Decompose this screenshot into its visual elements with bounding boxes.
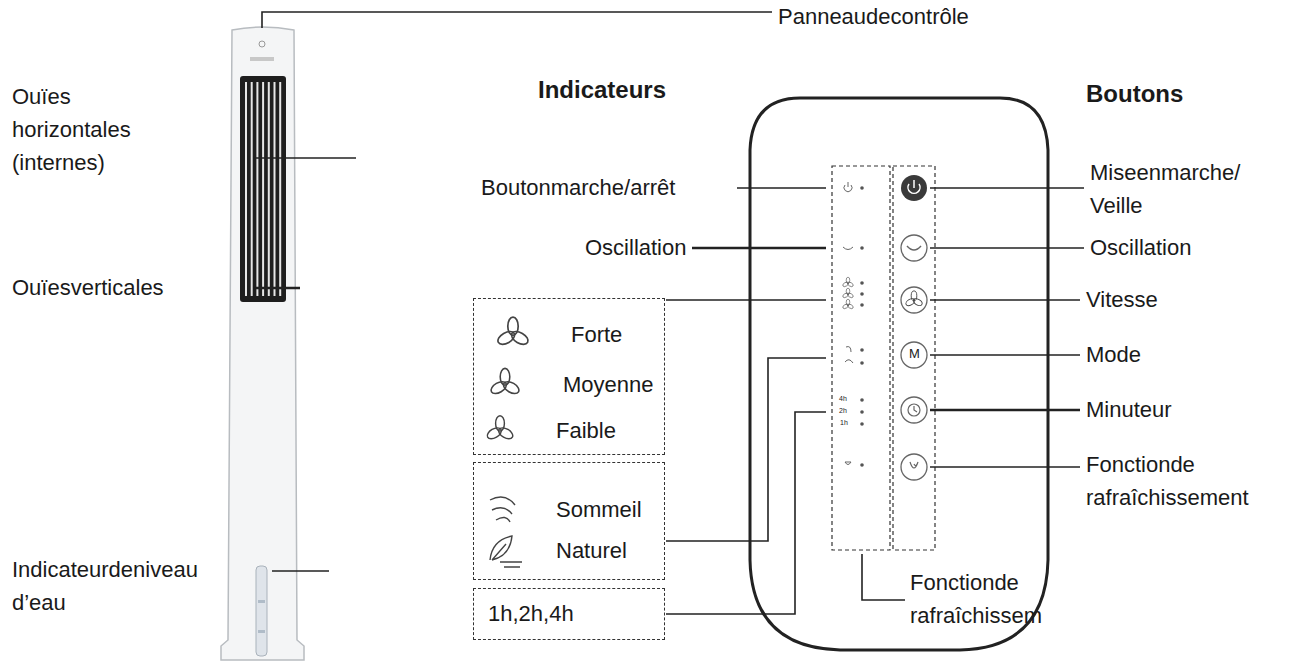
button-label: Fonctionde rafraîchissement [1086,448,1286,514]
part-label: Ouïesverticales [12,271,164,304]
part-label: Indicateurdeniveau d’eau [12,553,252,619]
box-text: 1h,2h,4h [488,600,574,629]
button-label: Miseenmarche/ Veille [1090,156,1265,222]
air-cooler [221,27,304,660]
button-label: Oscillation [1090,231,1191,264]
box-text: Naturel [556,537,627,566]
box-text: Moyenne [563,371,654,400]
dashed-group-box: SommeilNaturel [473,462,665,580]
column-heading: Boutons [1086,76,1183,112]
column-heading: Indicateurs [538,72,666,108]
button-label: Vitesse [1086,283,1158,316]
dashed-group-box: ForteMoyenneFaible [473,298,665,455]
leader-lines [255,12,1084,614]
box-text: Faible [556,417,616,446]
button-label: Mode [1086,338,1141,371]
button-symbol: M [909,347,920,360]
indicator-label: Boutonmarche/arrêt [481,171,675,204]
indicator-label: Fonctionde rafraîchissem [910,566,1075,632]
indicator-text: 1h [840,419,848,426]
dashed-group-box: 1h,2h,4h [473,588,665,640]
mode-icons [485,317,530,567]
part-label: Ouïes horizontales (internes) [12,80,172,179]
button-label: Minuteur [1086,393,1172,426]
indicator-text: 2h [839,407,847,414]
indicator-text: 4h [839,395,847,402]
box-text: Sommeil [556,496,642,525]
box-text: Forte [571,321,622,350]
indicator-label: Oscillation [585,231,686,264]
part-label: Panneaudecontrôle [778,0,969,33]
